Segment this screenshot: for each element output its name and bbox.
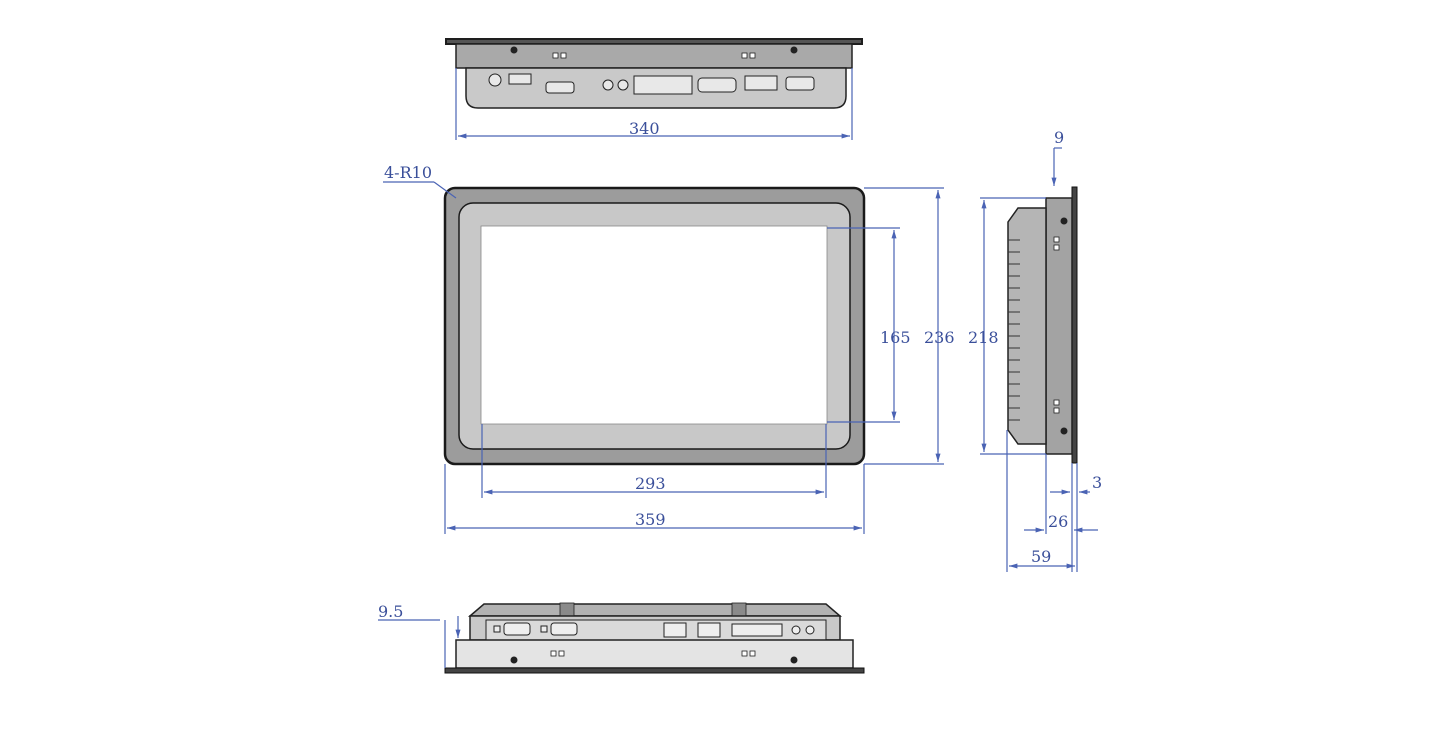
led-icon: [791, 625, 801, 635]
dim-leader-radius: [433, 181, 457, 199]
power-jack-icon: [488, 73, 502, 87]
front-view: 4-R10 293 359 165 236: [383, 163, 955, 534]
db9-port-icon: [503, 622, 531, 636]
screw-hole-icon: [493, 625, 501, 633]
dim-label-outer-height: 236: [924, 328, 955, 347]
vga-port-icon: [697, 77, 737, 93]
dim-label-bottom-lip: 9.5: [378, 602, 403, 621]
top-io-ports: [488, 73, 815, 95]
side-heatsink: [1007, 207, 1047, 445]
dim-label-bezel-offset: 9: [1054, 128, 1064, 147]
screw-hole-icon: [790, 656, 798, 664]
screw-hole-icon: [540, 625, 548, 633]
db9-port-icon: [550, 622, 578, 636]
screw-hole-icon: [510, 656, 518, 664]
bottom-chassis-top: [467, 603, 843, 617]
usb-port-icon: [508, 73, 532, 85]
side-chassis: [1045, 197, 1073, 455]
usb-port-icon: [663, 622, 687, 638]
bottom-bezel-lip: [444, 667, 865, 674]
terminal-block-icon: [731, 623, 783, 637]
lan-port-icon: [633, 75, 693, 95]
dim-label-screen-width: 293: [635, 474, 666, 493]
audio-jack-icon: [602, 79, 614, 91]
screw-hole-icon: [790, 46, 798, 54]
screw-hole-icon: [1060, 427, 1068, 435]
dim-label-corner-radius: 4-R10: [384, 163, 432, 182]
bottom-view: 9.5: [378, 602, 865, 674]
audio-jack-icon: [617, 79, 629, 91]
screw-hole-icon: [510, 46, 518, 54]
dim-label-front-thickness: 3: [1092, 473, 1102, 492]
dim-label-outer-width: 359: [635, 510, 666, 529]
dim-label-screen-height: 165: [880, 328, 911, 347]
led-icon: [805, 625, 815, 635]
dim-label-total-depth: 59: [1031, 547, 1051, 566]
side-view: 9 218 3 26 59: [968, 128, 1102, 572]
bottom-io-ports: [493, 622, 815, 638]
mount-clip-icon: [1053, 236, 1060, 414]
dim-label-side-height: 218: [968, 328, 999, 347]
hdmi-port-icon: [744, 75, 778, 91]
screw-hole-icon: [1060, 217, 1068, 225]
dim-label-body-depth: 26: [1048, 512, 1068, 531]
top-view: 340: [445, 38, 863, 140]
dim-label-top-width: 340: [629, 119, 660, 138]
db9-port-icon: [545, 81, 575, 94]
display-area: [480, 225, 828, 425]
heatsink-fins: [1008, 239, 1020, 421]
bottom-chassis-lip: [455, 639, 854, 669]
usb-port-icon: [697, 622, 721, 638]
db9-port-icon: [785, 76, 815, 91]
